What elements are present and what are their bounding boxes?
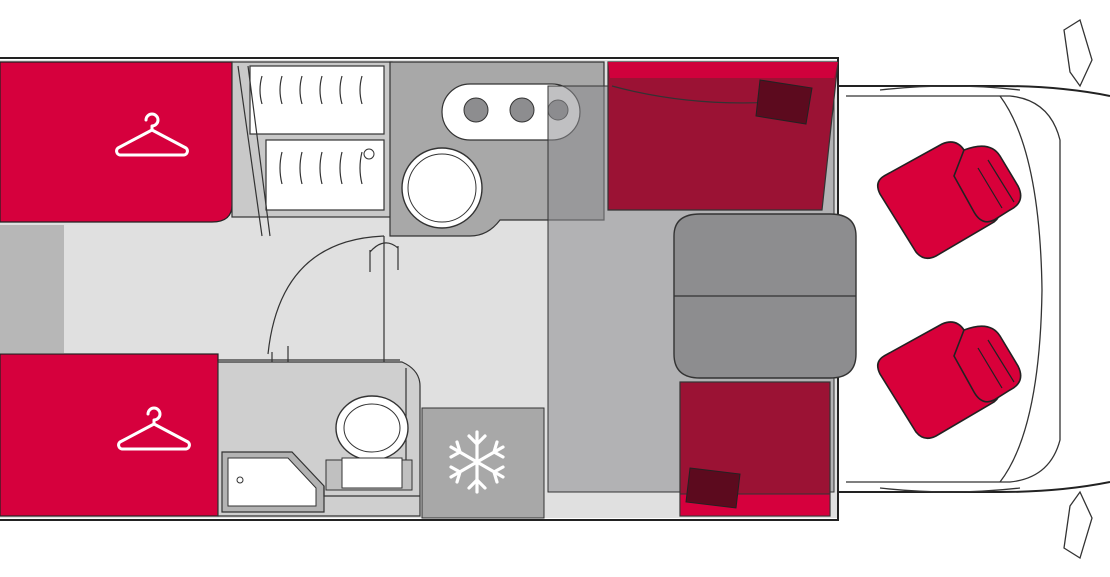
cushion-icon — [755, 79, 813, 125]
fridge — [421, 407, 545, 519]
left-mirror-icon — [1063, 18, 1093, 88]
rear-floor-strip — [0, 225, 64, 353]
hob-burner — [509, 97, 535, 123]
driver-seat-icon — [876, 141, 1022, 260]
dinette — [547, 61, 857, 517]
cab-seats — [876, 141, 1022, 440]
cab — [838, 18, 1110, 560]
right-mirror-icon — [1063, 490, 1093, 560]
shelving-unit — [231, 61, 393, 237]
wardrobe-bottom — [0, 353, 219, 517]
sink — [401, 147, 483, 229]
toilet-icon — [335, 395, 409, 461]
passenger-seat-icon — [876, 321, 1022, 440]
hob-burner — [463, 97, 489, 123]
wardrobe-top — [0, 61, 233, 223]
bathroom — [217, 361, 421, 517]
cushion-icon — [685, 467, 741, 509]
